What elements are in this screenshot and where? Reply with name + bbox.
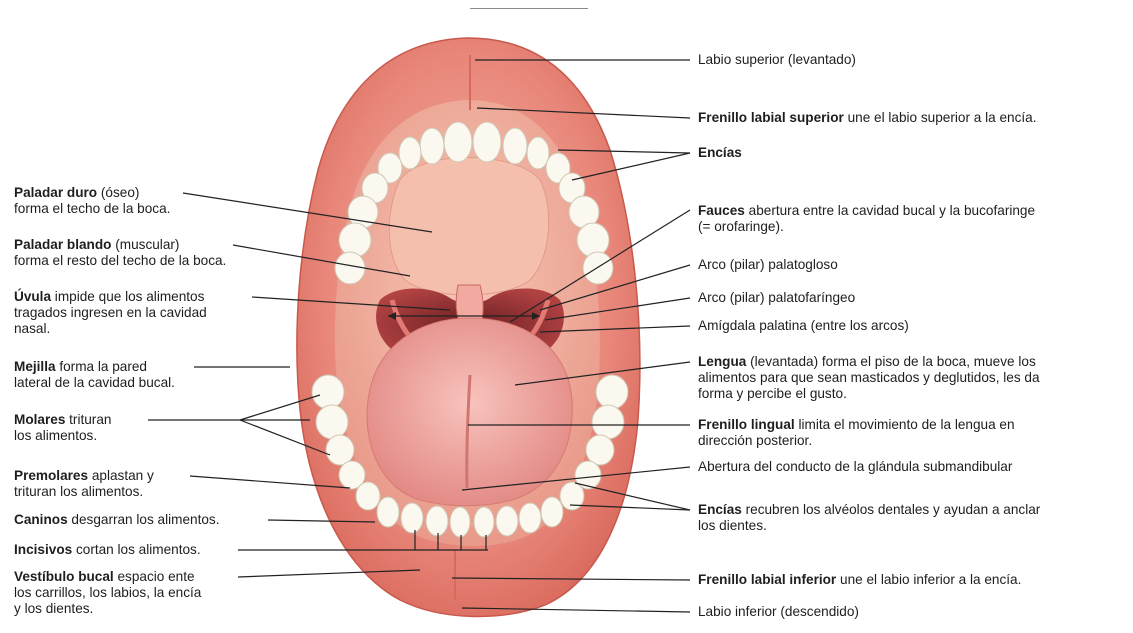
label-arco-palatogloso: Arco (pilar) palatogloso	[698, 257, 838, 273]
label-premolares-1: Premolares aplastan y	[14, 468, 154, 484]
label-molares-2: los alimentos.	[14, 428, 97, 444]
label-labio-superior: Labio superior (levantado)	[698, 52, 856, 68]
label-vestibulo-2: los carrillos, los labios, la encía	[14, 585, 201, 601]
label-encias-inferior-2: los dientes.	[698, 518, 767, 534]
label-uvula-2: tragados ingresen en la cavidad	[14, 305, 207, 321]
label-arco-palatofaringeo: Arco (pilar) palatofaríngeo	[698, 290, 855, 306]
tongue	[367, 318, 572, 506]
label-vestibulo-3: y los dientes.	[14, 601, 93, 617]
label-labio-inferior: Labio inferior (descendido)	[698, 604, 859, 620]
label-vestibulo-1: Vestíbulo bucal espacio ente	[14, 569, 195, 585]
label-lengua-1: Lengua (levantada) forma el piso de la b…	[698, 354, 1036, 370]
label-molares-1: Molares trituran	[14, 412, 111, 428]
label-uvula-1: Úvula impide que los alimentos	[14, 289, 204, 305]
label-abertura-conducto: Abertura del conducto de la glándula sub…	[698, 459, 1012, 475]
label-frenillo-lingual-2: dirección posterior.	[698, 433, 812, 449]
label-lengua-2: alimentos para que sean masticados y deg…	[698, 370, 1040, 386]
label-encias-inferior-1: Encías recubren los alvéolos dentales y …	[698, 502, 1040, 518]
label-frenillo-labial-inferior: Frenillo labial inferior une el labio in…	[698, 572, 1021, 588]
label-paladar-duro-1: Paladar duro (óseo)	[14, 185, 139, 201]
label-frenillo-lingual-1: Frenillo lingual limita el movimiento de…	[698, 417, 1015, 433]
label-fauces: Fauces abertura entre la cavidad bucal y…	[698, 203, 1035, 219]
label-fauces-2: (= orofaringe).	[698, 219, 784, 235]
label-paladar-blando-1: Paladar blando (muscular)	[14, 237, 179, 253]
label-encias-superior: Encías	[698, 145, 742, 161]
label-mejilla-2: lateral de la cavidad bucal.	[14, 375, 175, 391]
label-lengua-3: forma y percibe el gusto.	[698, 386, 847, 402]
label-paladar-duro-2: forma el techo de la boca.	[14, 201, 170, 217]
label-amigdala: Amígdala palatina (entre los arcos)	[698, 318, 909, 334]
label-paladar-blando-2: forma el resto del techo de la boca.	[14, 253, 226, 269]
label-incisivos: Incisivos cortan los alimentos.	[14, 542, 201, 558]
label-frenillo-labial-superior: Frenillo labial superior une el labio su…	[698, 110, 1037, 126]
label-uvula-3: nasal.	[14, 321, 50, 337]
hard-palate	[389, 158, 548, 296]
label-mejilla-1: Mejilla forma la pared	[14, 359, 147, 375]
label-caninos: Caninos desgarran los alimentos.	[14, 512, 220, 528]
label-premolares-2: trituran los alimentos.	[14, 484, 143, 500]
